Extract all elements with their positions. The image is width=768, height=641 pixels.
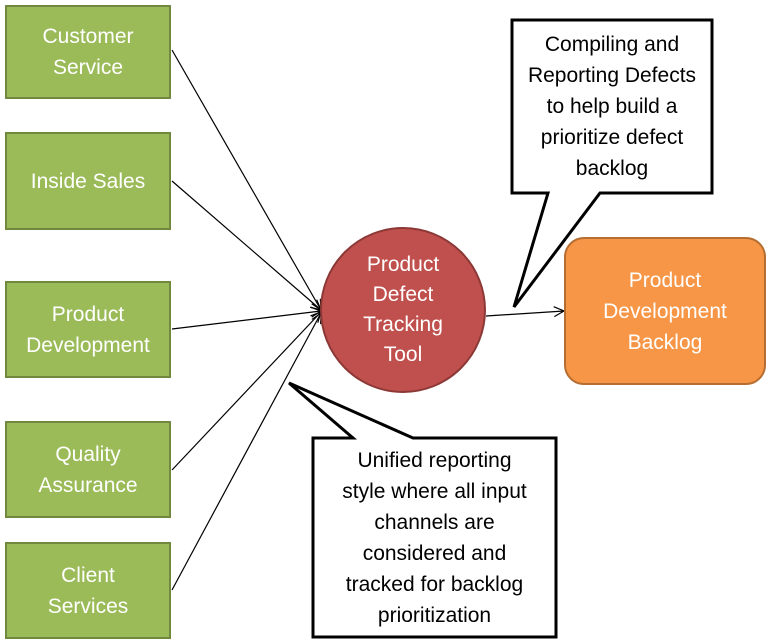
callout-line: considered and	[362, 541, 507, 565]
output-development-backlog: Product Development Backlog	[564, 237, 766, 385]
node-label: Service	[52, 56, 124, 79]
callout-bottom-text: Unified reporting style where all input …	[315, 440, 554, 635]
callout-line: backlog	[575, 157, 649, 180]
node-label: Product	[51, 302, 125, 326]
node-label: Tracking	[363, 313, 443, 336]
arrow-client-services	[171, 313, 321, 591]
node-label: Inside Sales	[30, 169, 146, 193]
node-label: Quality	[55, 442, 121, 466]
node-label: Customer	[42, 25, 134, 48]
callout-line: to help build a	[546, 95, 678, 118]
hub-defect-tracking-tool: Product Defect Tracking Tool	[320, 227, 486, 393]
node-label: Defect	[372, 283, 434, 306]
node-label: Assurance	[38, 473, 138, 497]
node-label: Backlog	[627, 330, 703, 354]
callout-line: Compiling and	[544, 33, 680, 56]
node-label: Product	[366, 253, 440, 276]
callout-bottom-shape	[288, 381, 558, 639]
node-label: Development	[603, 299, 727, 323]
callout-line: style where all input	[342, 479, 527, 503]
node-label: Development	[26, 333, 150, 357]
node-label: Client	[61, 563, 115, 587]
input-inside-sales: Inside Sales	[5, 132, 171, 230]
callout-line: tracked for backlog	[345, 572, 524, 596]
callout-line: prioritization	[377, 603, 492, 627]
arrow-quality-assurance	[171, 312, 321, 471]
callout-line: Unified reporting	[357, 448, 512, 472]
node-label: Services	[47, 594, 129, 618]
arrow-product-development	[171, 311, 321, 330]
callout-top-shape	[510, 18, 714, 308]
callout-line: channels are	[374, 510, 495, 534]
node-label: Tool	[383, 343, 423, 366]
arrow-inside-sales	[171, 180, 321, 310]
callout-top-text: Compiling and Reporting Defects to help …	[514, 22, 710, 191]
node-label: Product	[628, 268, 702, 292]
arrow-customer-service	[171, 49, 321, 310]
callout-line: Reporting Defects	[527, 64, 697, 87]
arrow-to-backlog	[485, 311, 564, 316]
callout-line: prioritize defect	[540, 126, 684, 149]
